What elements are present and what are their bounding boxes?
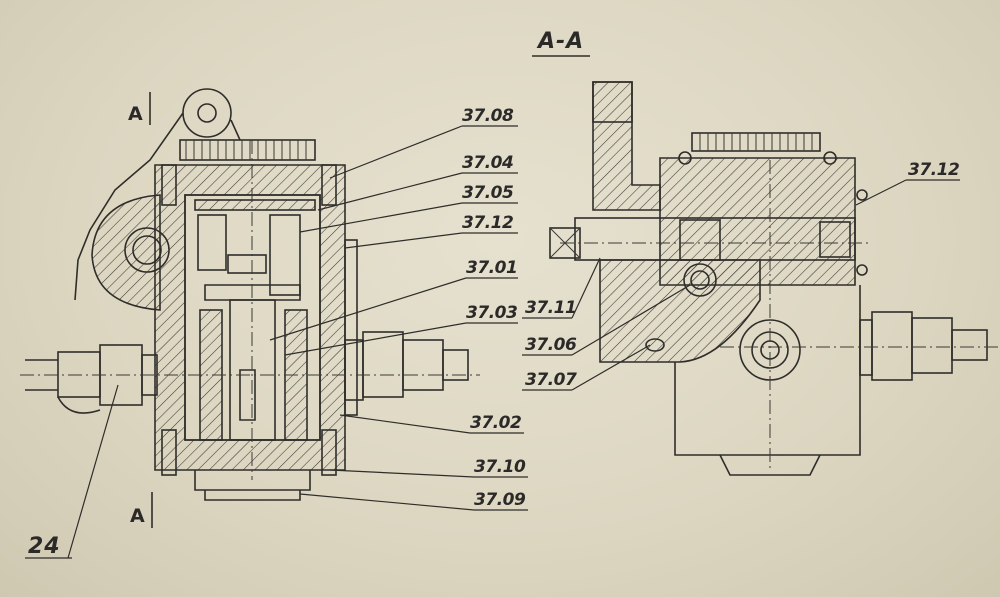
callout-37-01: 37.01 [466, 258, 517, 278]
callout-37-06: 37.06 [525, 335, 577, 355]
callout-37-12-left: 37.12 [462, 213, 513, 233]
right-view [549, 81, 998, 476]
callout-37-04: 37.04 [462, 153, 513, 173]
callout-24: 24 [28, 534, 61, 559]
section-mark-top: A [128, 103, 143, 125]
section-title: A-A [536, 29, 584, 54]
callout-37-12-right: 37.12 [908, 160, 959, 180]
callout-37-10: 37.10 [474, 457, 526, 477]
callout-37-03: 37.03 [466, 303, 517, 323]
callout-37-11: 37.11 [525, 298, 576, 318]
section-mark-bottom: A [130, 505, 145, 527]
callout-37-05: 37.05 [462, 183, 513, 203]
left-view [20, 88, 480, 501]
callout-37-08: 37.08 [462, 106, 514, 126]
callout-37-02: 37.02 [470, 413, 521, 433]
callout-37-09: 37.09 [474, 490, 526, 510]
right-view-callouts: 37.12 37.11 37.06 37.07 [522, 160, 960, 391]
left-view-callouts: 37.08 37.04 37.05 37.12 37.01 37.03 37.0… [25, 106, 528, 559]
callout-37-07: 37.07 [525, 370, 577, 390]
